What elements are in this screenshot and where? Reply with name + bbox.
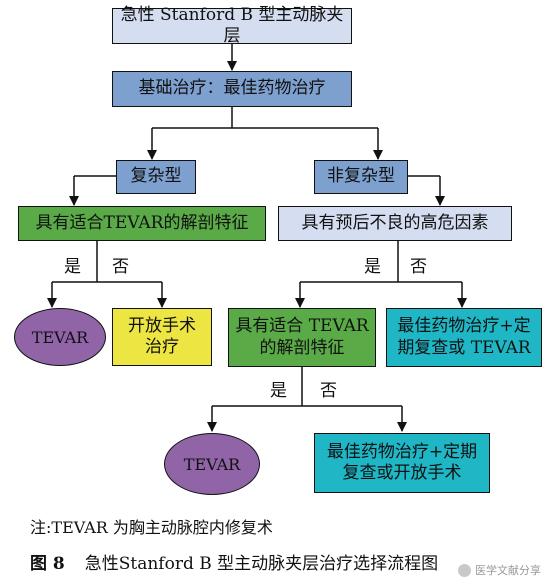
tevar-ellipse-2: TEVAR: [164, 433, 260, 495]
yes-label-left: 是: [64, 257, 81, 277]
tevar-anatomy-mid-line2: 的解剖特征: [259, 337, 345, 358]
tevar-anatomy-box-left: 具有适合TEVAR的解剖特征: [18, 206, 266, 241]
open-surgery-line2: 治疗: [145, 337, 179, 357]
open-surgery-box: 开放手术 治疗: [112, 308, 212, 366]
yes-label-right: 是: [364, 257, 381, 277]
tevar-anatomy-mid-line1: 具有适合 TEVAR: [235, 316, 369, 337]
title-box: 急性 Stanford B 型主动脉夹层: [112, 5, 352, 46]
high-risk-factors-box: 具有预后不良的高危因素: [278, 206, 512, 241]
no-label-mid: 否: [320, 381, 337, 401]
tevar-anatomy-box-mid: 具有适合 TEVAR 的解剖特征: [228, 308, 376, 367]
best-medical-open-box: 最佳药物治疗+定期 复查或开放手术: [314, 433, 490, 493]
best-medical-tevar-line1: 最佳药物治疗+定: [397, 316, 531, 337]
figure-caption-text: 急性Stanford B 型主动脉夹层治疗选择流程图: [84, 554, 439, 574]
best-medical-tevar-box: 最佳药物治疗+定 期复查或 TEVAR: [386, 308, 542, 367]
wechat-icon: [458, 563, 471, 577]
watermark: 医学文献分享: [458, 562, 541, 578]
tevar-ellipse-1: TEVAR: [14, 308, 106, 366]
best-medical-open-line2: 复查或开放手术: [342, 463, 462, 483]
watermark-text: 医学文献分享: [475, 564, 541, 577]
footnote: 注:TEVAR 为胸主动脉腔内修复术: [30, 518, 273, 537]
no-label-left: 否: [112, 257, 129, 277]
no-label-right: 否: [410, 257, 427, 277]
best-medical-tevar-line2: 期复查或 TEVAR: [397, 337, 531, 358]
yes-label-mid: 是: [270, 381, 287, 401]
open-surgery-line1: 开放手术: [128, 315, 196, 336]
figure-caption: 图 8 急性Stanford B 型主动脉夹层治疗选择流程图: [30, 549, 438, 574]
figure-number: 图 8: [30, 554, 65, 574]
best-medical-open-line1: 最佳药物治疗+定期: [326, 441, 478, 462]
complex-type-box: 复杂型: [116, 160, 196, 194]
noncomplex-type-box: 非复杂型: [314, 160, 408, 194]
basic-treatment-box: 基础治疗：最佳药物治疗: [112, 71, 352, 107]
